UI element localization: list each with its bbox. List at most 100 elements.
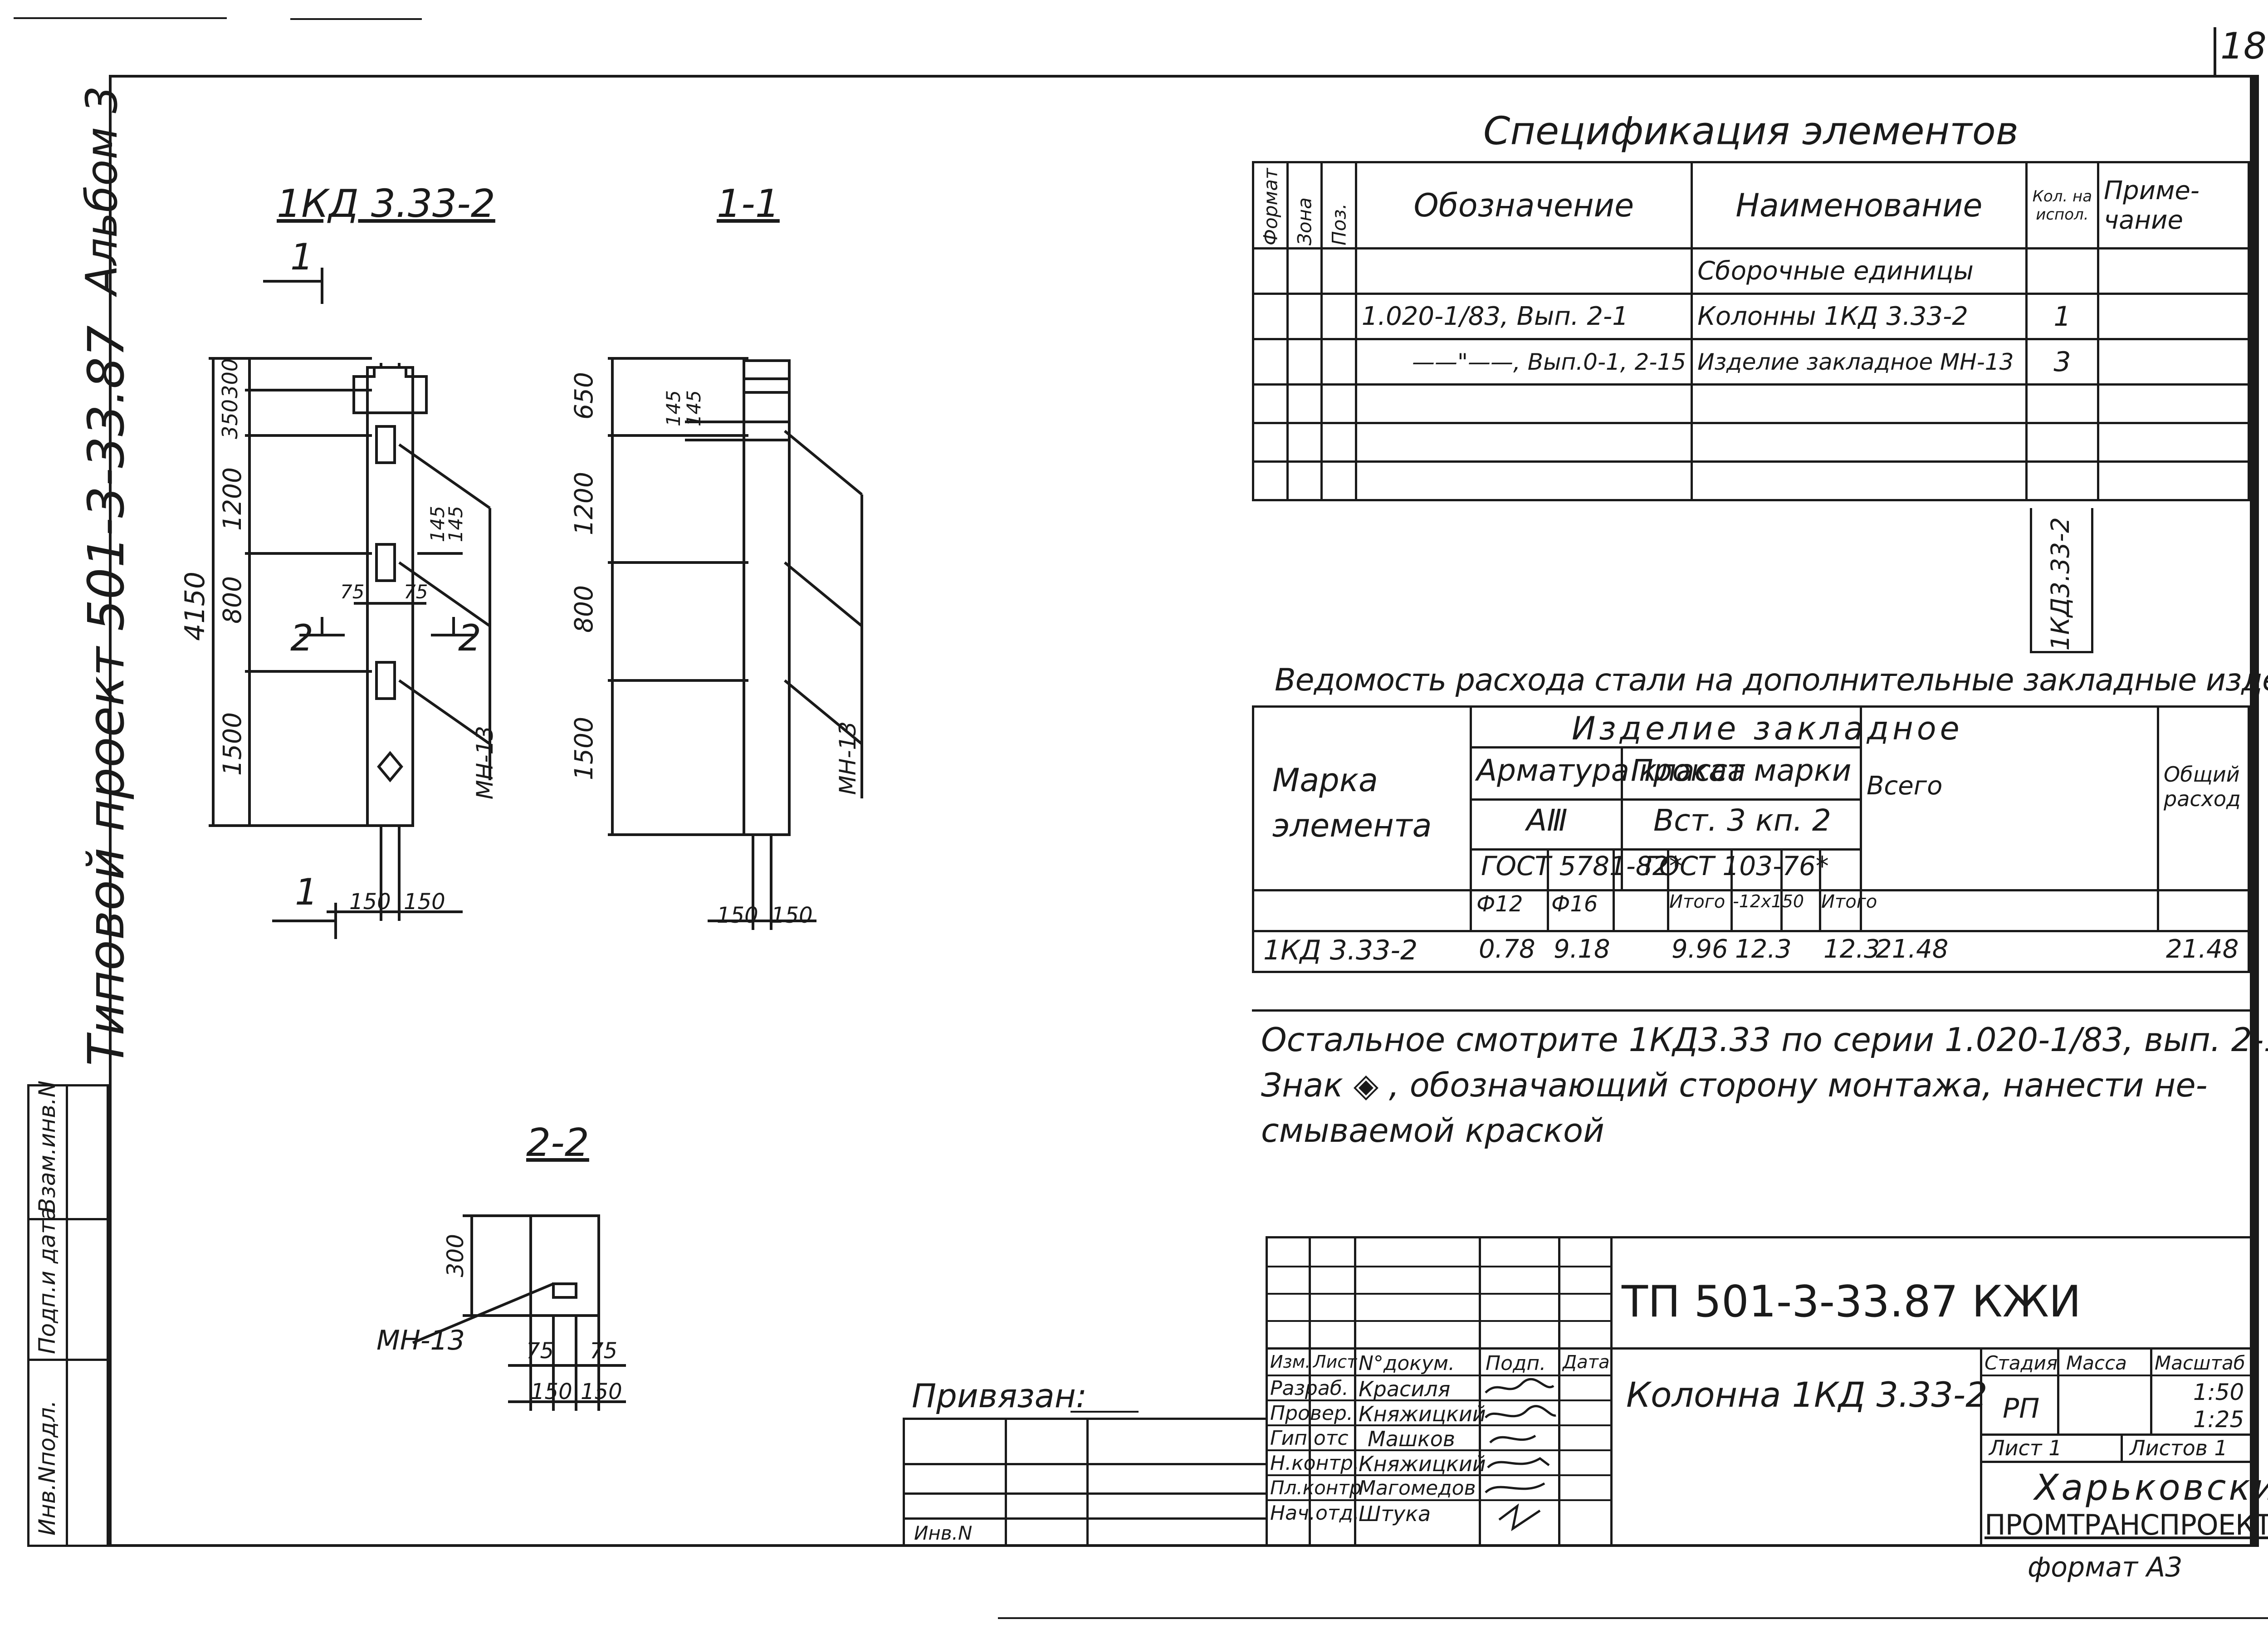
steel-h-item: Изделие закладное: [1572, 710, 1963, 747]
column-main-view: [209, 268, 491, 939]
s11-dim-145a: 145: [662, 390, 684, 427]
cut-1-bottom-label: 1: [295, 871, 318, 913]
steel-row-f12: 0.78: [1479, 934, 1535, 964]
s22-mh13-label: МН-13: [376, 1325, 465, 1356]
sheet-number: 18: [2220, 25, 2267, 67]
s22-dim-75b: 75: [590, 1338, 618, 1364]
steel-row-mark: 1КД 3.33-2: [1263, 934, 1418, 966]
note-line-3: смываемой краской: [1261, 1111, 1604, 1150]
steel-h-rebar: Арматура класса: [1476, 753, 1746, 788]
spec-h-zone: Зона: [1287, 162, 1322, 249]
dim-150a: 150: [349, 889, 391, 915]
dim-1500: 1500: [218, 712, 247, 776]
album-label: Альбом 3: [77, 86, 127, 295]
tb-person-2: Машков: [1368, 1427, 1456, 1451]
side-stamp-replace: Взам.инв.N: [34, 1080, 60, 1213]
tb-col-list: Лист: [1313, 1352, 1357, 1372]
mh13-label-side: МН-13: [835, 721, 861, 795]
tb-col-date: Дата: [1563, 1352, 1610, 1373]
spec-h-qty: Кол. на испол.: [2025, 161, 2100, 250]
mh13-label-main: МН-13: [472, 726, 498, 800]
steel-h-rolled-grade: Вст. 3 кп. 2: [1653, 803, 1831, 838]
tb-org-1: Харьковский: [2034, 1468, 2268, 1508]
section-22-title: 2-2: [526, 1120, 589, 1165]
side-stamp: Инв.Nподл. Подп.и дата Взам.инв.N: [27, 1080, 109, 1547]
tb-person-0: Красиля: [1359, 1377, 1451, 1401]
spec-table: Формат Зона Поз. Обозначение Наименовани…: [1252, 161, 2250, 501]
s22-dim-150b: 150: [581, 1379, 622, 1404]
spec-h-format: Формат: [1253, 162, 1288, 249]
sheet-format: формат А3: [2028, 1551, 2183, 1583]
spec-h-note: Приме-чание: [2097, 161, 2250, 250]
top-edge-line-2: [290, 18, 422, 20]
tb-scale-h: Масштаб: [2155, 1352, 2245, 1374]
steel-h-mark: Марка элемента: [1272, 762, 1432, 844]
steel-row-total2: 12.3: [1823, 934, 1880, 964]
tb-sheet: Лист 1: [1989, 1436, 2062, 1460]
cut-1-top-label: 1: [290, 236, 313, 278]
section-11-title: 1-1: [717, 181, 780, 226]
steel-h-total: Всего: [1867, 771, 1943, 801]
frame-right-thick: [2250, 75, 2258, 1547]
s11-dim-800: 800: [569, 585, 598, 633]
dim-75a: 75: [340, 581, 365, 603]
tb-role-3: Н.контр.: [1270, 1452, 1359, 1475]
steel-empty-row-line: [1252, 1009, 2250, 1012]
s11-dim-1200: 1200: [569, 472, 598, 535]
binding-label: Привязан:: [912, 1377, 1087, 1415]
steel-row-all: 21.48: [1876, 934, 1949, 964]
spec-row1-designation: 1.020-1/83, Вып. 2-1: [1354, 293, 1693, 340]
dim-350: 350: [218, 399, 242, 439]
column-section-11: [608, 357, 863, 930]
tb-role-1: Провер.: [1270, 1402, 1353, 1425]
s11-dim-1500: 1500: [569, 717, 598, 780]
tb-person-4: Магомедов: [1359, 1477, 1476, 1500]
tb-col-doc: N°докум.: [1359, 1352, 1455, 1375]
spec-row1-name: Колонны 1КД 3.33-2: [1691, 293, 2028, 340]
note-line-2: Знак ◈ , обозначающий сторону монтажа, н…: [1261, 1066, 2208, 1104]
tb-person-5: Штука: [1359, 1502, 1431, 1526]
spec-title: Спецификация элементов: [1483, 109, 2019, 154]
spec-row1-qty: 1: [2025, 293, 2100, 340]
steel-row-f16: 9.18: [1554, 934, 1610, 964]
tb-role-4: Пл.контр: [1270, 1477, 1362, 1499]
side-stamp-sign: Подп.и дата: [34, 1207, 60, 1354]
s11-dim-150b: 150: [771, 903, 813, 928]
tb-col-sign: Подп.: [1486, 1352, 1546, 1375]
tb-role-2: Гип отс: [1270, 1427, 1349, 1450]
dim-300: 300: [218, 358, 242, 398]
steel-row-total1: 9.96: [1672, 934, 1728, 964]
dim-800: 800: [218, 576, 247, 624]
spec-h-name: Наименование: [1691, 161, 2028, 250]
dim-75b: 75: [404, 581, 428, 603]
side-stamp-inv: Инв.Nподл.: [34, 1400, 60, 1536]
spec-row-assembly: Сборочные единицы: [1691, 247, 2028, 295]
tb-mass-h: Масса: [2066, 1352, 2127, 1374]
binding-underline: [1070, 1411, 1139, 1413]
dim-4150: 4150: [179, 572, 211, 641]
spec-row2-name: Изделие закладное МН-13: [1691, 338, 2028, 386]
spec-vertical-tag: 1КД3.33-2: [2046, 517, 2075, 651]
bottom-edge-line: [998, 1617, 2268, 1619]
steel-h-rebar-gost: ГОСТ 5781-82*: [1481, 851, 1682, 881]
tb-stage: РП: [2003, 1393, 2040, 1424]
tb-person-3: Княжицкий: [1359, 1452, 1486, 1476]
sheet-number-divider: [2214, 27, 2216, 77]
signatures: [1485, 1378, 1556, 1531]
steel-h-rolled: Прокат марки: [1631, 753, 1852, 788]
dim-1200: 1200: [218, 467, 247, 531]
note-line-1: Остальное смотрите 1КД3.33 по серии 1.02…: [1261, 1021, 2268, 1059]
steel-sub-f16: Ф16: [1551, 891, 1598, 917]
cut-2-left-label: 2: [290, 617, 313, 659]
dim-150b: 150: [404, 889, 445, 915]
s11-dim-145b: 145: [683, 390, 705, 427]
main-view-title: 1КД 3.33-2: [277, 181, 495, 226]
column-section-22: [412, 1214, 626, 1411]
tb-col-izm: Изм.: [1270, 1352, 1311, 1372]
steel-sub-total1: Итого: [1669, 891, 1725, 912]
tb-code: ТП 501-3-33.87 КЖИ: [1622, 1277, 2081, 1327]
spec-row2-qty: 3: [2025, 338, 2100, 386]
steel-h-common: Общий расход: [2164, 762, 2241, 811]
binding-inv: Инв.N: [914, 1522, 973, 1544]
tb-org-2: ПРОМТРАНСПРОЕКТ: [1984, 1508, 2268, 1541]
